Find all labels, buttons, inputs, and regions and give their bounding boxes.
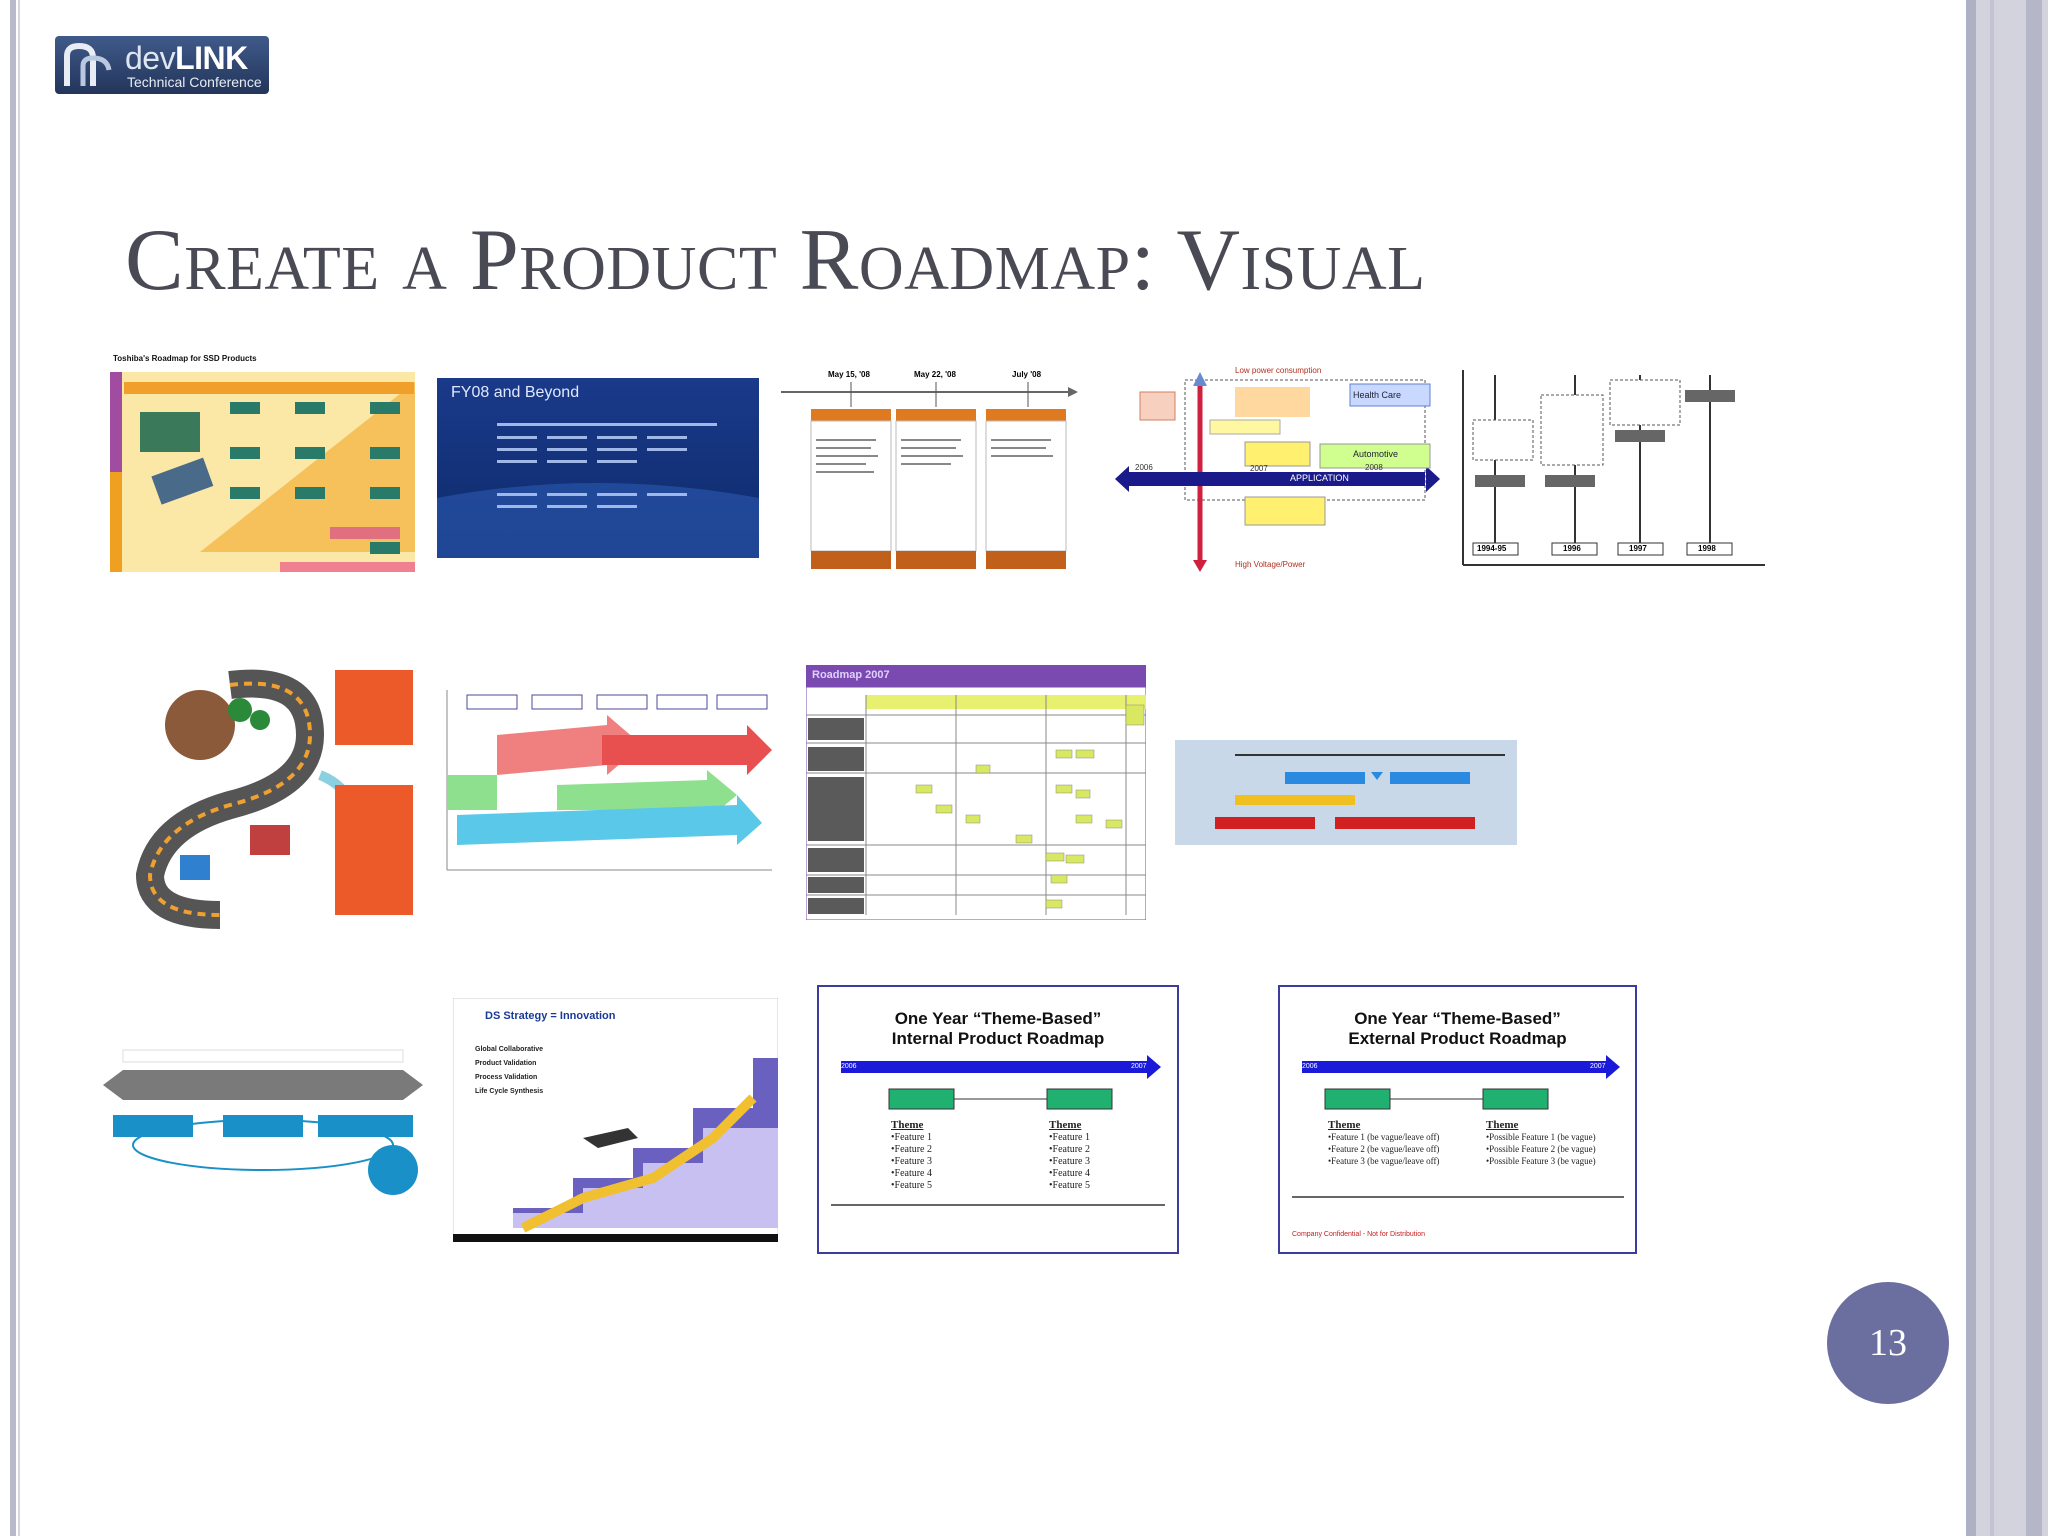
card-theme-2: Theme•Possible Feature 1 (be vague) •Pos… bbox=[1486, 1119, 1596, 1166]
thumb-external-product-roadmap: One Year “Theme-Based”External Product R… bbox=[1278, 985, 1637, 1254]
strategy-item-4: Life Cycle Synthesis bbox=[475, 1088, 544, 1095]
card-year-start: 2006 bbox=[1302, 1063, 1318, 1070]
quadrant-box-health-care: Health Care bbox=[1353, 390, 1402, 400]
devlink-logo: devLINK Technical Conference bbox=[55, 36, 269, 94]
logo-wordmark: devLINK bbox=[125, 40, 248, 76]
thumb-toshiba-ssd-roadmap: Toshiba's Roadmap for SSD Products bbox=[110, 352, 415, 592]
thumb-internal-product-roadmap: One Year “Theme-Based”Internal Product R… bbox=[817, 985, 1179, 1254]
thumb-ds-strategy: DS Strategy = Innovation Global Collabor… bbox=[453, 998, 778, 1242]
thumb-extended-services: 1994-95 1996 1997 1998 bbox=[1455, 365, 1770, 570]
timeline-date-3: July '08 bbox=[1012, 370, 1042, 379]
thumb-title: Toshiba's Roadmap for SSD Products bbox=[113, 354, 257, 363]
thumb-title: FY08 and Beyond bbox=[451, 384, 580, 401]
quadrant-year-3: 2008 bbox=[1365, 463, 1383, 472]
services-year-1: 1994-95 bbox=[1477, 544, 1507, 553]
card-theme-1: Theme•Feature 1 (be vague/leave off) •Fe… bbox=[1328, 1119, 1440, 1166]
quadrant-year-2: 2007 bbox=[1250, 464, 1268, 473]
quadrant-year-1: 2006 bbox=[1135, 463, 1153, 472]
card-confidential-note: Company Confidential - Not for Distribut… bbox=[1292, 1231, 1426, 1238]
card-title: One Year “Theme-Based”Internal Product R… bbox=[891, 1009, 1105, 1048]
thumb-fy08-roadmap: FY08 and Beyond bbox=[437, 378, 759, 558]
card-year-start: 2006 bbox=[841, 1063, 857, 1070]
thumb-generation-arrows bbox=[437, 685, 777, 895]
card-year-end: 2007 bbox=[1131, 1063, 1147, 1070]
card-title: One Year “Theme-Based”External Product R… bbox=[1348, 1009, 1567, 1048]
services-year-2: 1996 bbox=[1563, 544, 1581, 553]
card-theme-1: Theme•Feature 1 •Feature 2 •Feature 3 •F… bbox=[891, 1119, 932, 1191]
thumb-project-road-map bbox=[103, 1030, 423, 1235]
card-theme-2: Theme•Feature 1 •Feature 2 •Feature 3 •F… bbox=[1049, 1119, 1090, 1191]
slide-frame-left bbox=[10, 0, 16, 1536]
thumb-title: DS Strategy = Innovation bbox=[485, 1010, 616, 1022]
thumb-feature-timeline: May 15, '08 May 22, '08 July '08 bbox=[776, 367, 1078, 572]
timeline-date-1: May 15, '08 bbox=[828, 370, 870, 379]
strategy-item-1: Global Collaborative bbox=[475, 1046, 544, 1053]
quadrant-top-label: Low power consumption bbox=[1235, 366, 1322, 375]
strategy-item-2: Product Validation bbox=[475, 1060, 537, 1067]
thumb-title: Roadmap 2007 bbox=[812, 669, 890, 681]
strategy-item-3: Process Validation bbox=[475, 1074, 538, 1081]
thumb-samsung-roadmap: Roadmap 2007 bbox=[806, 665, 1146, 920]
quadrant-bottom-label: High Voltage/Power bbox=[1235, 560, 1306, 569]
logo-subtitle: Technical Conference bbox=[127, 74, 262, 90]
page-number-badge: 13 bbox=[1827, 1282, 1949, 1404]
timeline-date-2: May 22, '08 bbox=[914, 370, 956, 379]
devlink-logo-mark bbox=[64, 42, 112, 86]
thumb-product-timeline-bar bbox=[1175, 740, 1517, 845]
quadrant-box-automotive: Automotive bbox=[1353, 449, 1399, 459]
slide-frame-left-line bbox=[18, 0, 20, 1536]
quadrant-axis-label: APPLICATION bbox=[1290, 473, 1349, 483]
services-year-4: 1998 bbox=[1698, 544, 1716, 553]
card-year-end: 2007 bbox=[1590, 1063, 1606, 1070]
thumb-illustrated-road bbox=[110, 665, 415, 930]
slide-frame-right bbox=[1966, 0, 2048, 1536]
slide-title: Create a Product Roadmap: Visual bbox=[125, 212, 1426, 309]
thumb-application-quadrant: Low power consumption High Voltage/Power… bbox=[1115, 362, 1440, 574]
services-year-3: 1997 bbox=[1629, 544, 1647, 553]
